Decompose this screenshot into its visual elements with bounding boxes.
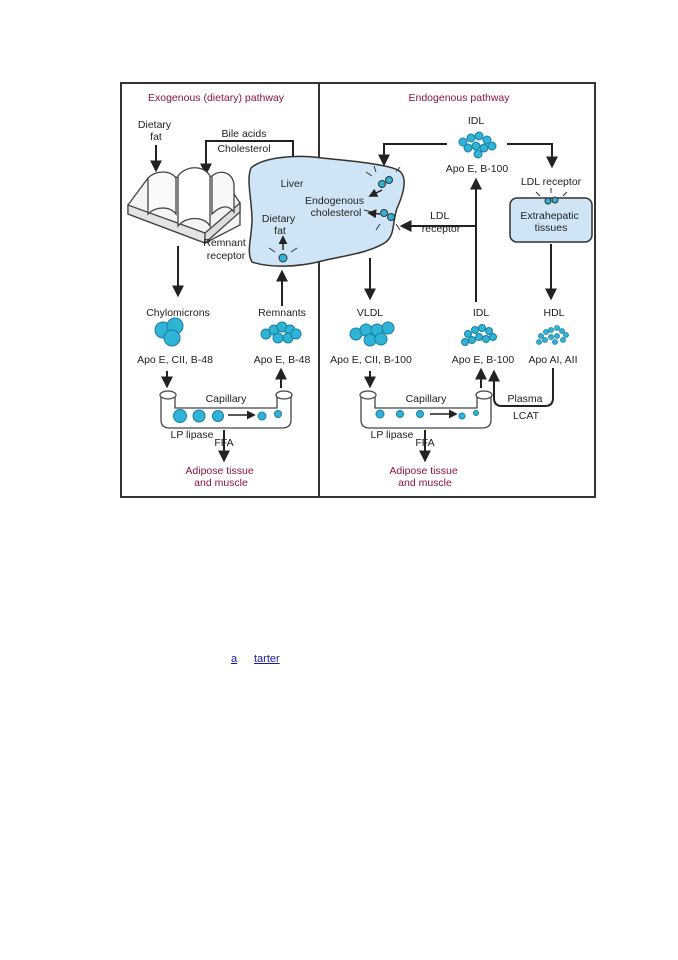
capillary-particles (173, 409, 282, 423)
extrahepatic-receptor-pit (535, 188, 568, 205)
adipose-label: Adipose tissue and muscle (185, 465, 256, 489)
liver-label: Liver (281, 178, 304, 190)
remnants-label: Remnants (258, 307, 306, 319)
capillary-icon (359, 390, 493, 429)
arrow-idl-to-extrahepatic (507, 143, 558, 169)
arrow-idl-to-liver (378, 143, 447, 167)
bile-acids-label: Bile acids (222, 128, 267, 140)
plasma-label: Plasma (507, 393, 542, 405)
hdl-particles (536, 325, 569, 345)
arrow-hdl-lcat (488, 368, 554, 407)
idl-top-particles (458, 131, 497, 159)
lipoprotein-particle-icon (163, 329, 181, 347)
endogenous-cholesterol-label: Endogenous cholesterol (305, 195, 367, 219)
intestine-icon (127, 167, 241, 245)
chylomicron-particles (154, 317, 184, 347)
idl-apo-label: Apo E, B-100 (452, 354, 515, 366)
arrow-chol-pointer (368, 188, 383, 197)
arrow-bile-return (200, 140, 294, 176)
idl-label: IDL (473, 307, 490, 319)
remnant-receptor-label: Remnant receptor (203, 237, 249, 262)
vldl-label: VLDL (357, 307, 383, 319)
exogenous-title: Exogenous (dietary) pathway (148, 92, 285, 104)
extrahepatic-label: Extrahepatic tissues (520, 210, 581, 234)
endogenous-title: Endogenous pathway (409, 92, 511, 104)
ldl-receptor-top-label: LDL receptor (521, 176, 582, 188)
adipose-label-right: Adipose tissue and muscle (389, 465, 460, 489)
arrow-chol-pointer-2 (367, 209, 381, 219)
remnant-apo-label: Apo E, B-48 (254, 354, 311, 366)
liver-dietary-fat-label: Dietary fat (262, 213, 298, 237)
capillary-icon (159, 390, 293, 429)
link-a[interactable]: a (231, 653, 238, 665)
capillary-label: Capillary (206, 393, 248, 405)
capillary-label-right: Capillary (406, 393, 448, 405)
dietary-fat-label: Dietary fat (138, 119, 174, 143)
chylomicron-apo-label: Apo E, CII, B-48 (137, 354, 213, 366)
extrahepatic-tissue-icon (509, 197, 593, 243)
remnant-particles (260, 321, 302, 344)
liver-receptor-pits (268, 165, 401, 263)
vldl-apo-label: Apo E, CII, B-100 (330, 354, 412, 366)
idl-top-apo-label: Apo E, B-100 (446, 163, 509, 175)
figure-frame (120, 82, 596, 498)
chylomicrons-label: Chylomicrons (146, 307, 210, 319)
hdl-label: HDL (543, 307, 564, 319)
ldl-receptor-label: LDL receptor (422, 210, 461, 235)
cholesterol-label: Cholesterol (217, 143, 270, 155)
capillary-particles-right (375, 409, 479, 420)
lp-lipase-label-right: LP lipase (370, 429, 413, 441)
liver-icon (248, 155, 405, 267)
vldl-particles (349, 321, 395, 347)
idl-particles (461, 324, 497, 346)
idl-top-label: IDL (468, 115, 485, 127)
hdl-apo-label: Apo AI, AII (528, 354, 577, 366)
lp-lipase-label: LP lipase (170, 429, 213, 441)
lcat-label: LCAT (513, 410, 540, 422)
link-tarter[interactable]: tarter (254, 653, 280, 665)
